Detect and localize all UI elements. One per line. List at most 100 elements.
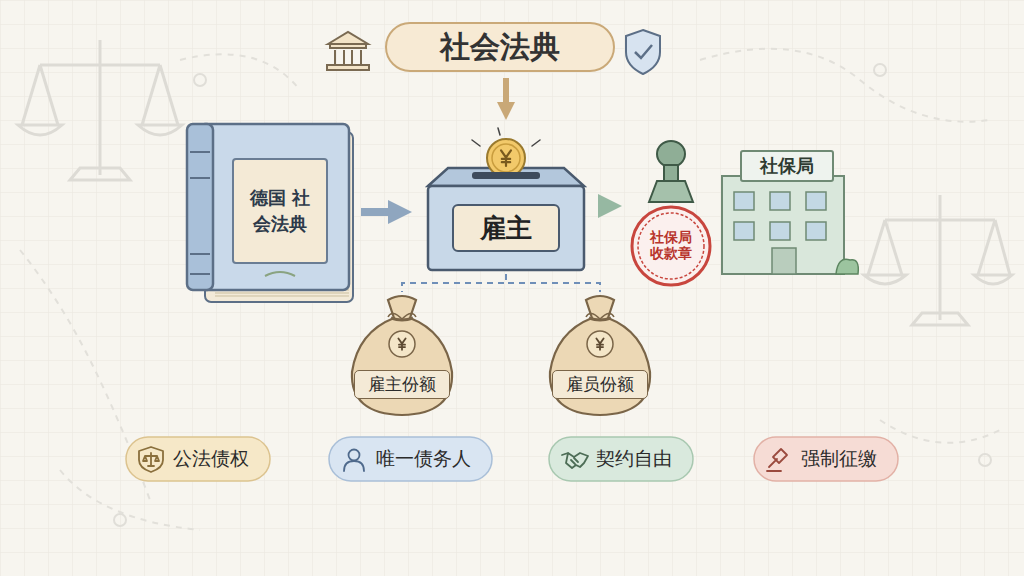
money-bag-shape-part bbox=[388, 313, 416, 319]
scale-right-part bbox=[885, 219, 995, 222]
office-building-shape-part bbox=[722, 176, 844, 274]
scale-right-part bbox=[864, 275, 906, 284]
hands-icon-part bbox=[562, 453, 588, 468]
scale-left-part bbox=[22, 65, 40, 125]
money-bag: 雇员份额 bbox=[546, 292, 654, 418]
scale-left-part bbox=[40, 64, 160, 67]
law-book-shape-part bbox=[190, 253, 210, 255]
bank-icon-part bbox=[327, 65, 369, 70]
employer-box: 雇主 bbox=[418, 124, 594, 274]
office-building-shape-part bbox=[806, 192, 826, 210]
money-bag: 雇主份额 bbox=[348, 292, 456, 418]
office-building-shape-part bbox=[770, 192, 790, 210]
money-bag-shape-part bbox=[587, 331, 613, 357]
law-book-shape-part bbox=[199, 124, 349, 290]
flow-arrow bbox=[503, 78, 509, 109]
title-pill-shape-part bbox=[386, 23, 614, 71]
scale-icon bbox=[139, 447, 163, 472]
office-building-shape-part bbox=[772, 248, 796, 274]
faint-dots-part bbox=[874, 64, 886, 76]
node-label: 德国 社会法典 bbox=[232, 158, 328, 264]
money-bag-shape-part bbox=[352, 296, 452, 415]
office-building: 社保局 bbox=[716, 146, 858, 278]
node-label: 契约自由 bbox=[596, 446, 672, 472]
law-book-shape-part bbox=[187, 124, 213, 290]
person-icon bbox=[344, 450, 364, 472]
bank-icon bbox=[327, 32, 369, 70]
scale-left-part bbox=[138, 125, 182, 135]
scale-right-part bbox=[995, 220, 1010, 275]
payment-stamp: 社保局 收款章 bbox=[628, 138, 714, 288]
law-book-shape-part bbox=[215, 293, 349, 294]
scale-right bbox=[864, 195, 1012, 325]
shield-icon bbox=[626, 30, 660, 74]
faint-dots-part bbox=[194, 74, 206, 86]
flow-arrow bbox=[361, 208, 398, 216]
node-label: 社保局 bbox=[740, 150, 834, 182]
office-building-shape-part bbox=[734, 192, 754, 210]
concept-pill: 强制征缴 bbox=[753, 436, 899, 482]
scale-right-part bbox=[974, 275, 1012, 284]
flow-arrow bbox=[600, 202, 608, 210]
bank-icon-part bbox=[360, 50, 362, 64]
title-text: 社会法典 bbox=[440, 27, 560, 68]
law-book-shape-part bbox=[190, 177, 210, 179]
scale-left-part bbox=[40, 65, 58, 125]
employer-box-shape-part bbox=[472, 140, 480, 146]
scale-left-part bbox=[142, 65, 160, 125]
money-bag-shape-part bbox=[389, 331, 415, 357]
scale-right-part bbox=[868, 220, 885, 275]
law-book-shape-part bbox=[190, 273, 210, 275]
office-building-shape-part bbox=[836, 259, 858, 274]
node-label: 公法债权 bbox=[173, 446, 249, 472]
shield-icon-part bbox=[626, 30, 660, 74]
node-label: 强制征缴 bbox=[801, 446, 877, 472]
scale-left-part bbox=[160, 65, 178, 125]
employer-box-shape-part bbox=[487, 139, 525, 177]
shield-icon-part bbox=[635, 45, 652, 58]
office-building-shape-part bbox=[734, 222, 754, 240]
node-label: 雇主份额 bbox=[354, 370, 450, 399]
scale-left-part bbox=[70, 168, 130, 180]
concept-pill-shape-part bbox=[126, 437, 270, 481]
employer-box-shape-part bbox=[428, 186, 584, 270]
gavel-icon-part bbox=[767, 449, 787, 471]
concept-pill: 契约自由 bbox=[548, 436, 694, 482]
faint-dots-part bbox=[979, 454, 991, 466]
employer-box-shape-part bbox=[532, 140, 540, 146]
yen-symbol bbox=[596, 338, 603, 349]
bank-icon-part bbox=[330, 44, 366, 48]
gavel-icon bbox=[767, 449, 787, 471]
scale-left bbox=[18, 40, 182, 180]
employer-box-shape-part bbox=[498, 128, 500, 135]
money-bag-shape bbox=[546, 292, 654, 418]
law-book-shape-part bbox=[215, 296, 349, 297]
employer-box-shape-part bbox=[492, 144, 520, 172]
dashed-connector bbox=[402, 274, 506, 292]
scale-icon-part bbox=[143, 453, 159, 466]
node-label: 社保局 收款章 bbox=[645, 229, 697, 261]
scale-left-part bbox=[99, 40, 102, 175]
title-pill: 社会法典 bbox=[385, 22, 615, 72]
yen-symbol bbox=[398, 338, 405, 349]
office-building-shape-part bbox=[770, 222, 790, 240]
concept-pill: 公法债权 bbox=[125, 436, 271, 482]
payment-stamp-shape-part bbox=[657, 141, 685, 167]
faint-dots-part bbox=[114, 514, 126, 526]
law-book-shape-part bbox=[265, 272, 295, 276]
law-book: 德国 社会法典 bbox=[185, 122, 355, 304]
concept-pill-shape-part bbox=[549, 437, 693, 481]
employer-box-shape-part bbox=[472, 172, 540, 179]
node-label: 雇员份额 bbox=[552, 370, 648, 399]
faint-paths-part bbox=[880, 420, 1000, 443]
office-building-shape-part bbox=[806, 222, 826, 240]
bank-icon-part bbox=[351, 50, 353, 64]
concept-pill-shape-part bbox=[329, 437, 492, 481]
scale-right-part bbox=[939, 195, 942, 320]
money-bag-shape-part bbox=[586, 313, 614, 319]
scale-right-part bbox=[885, 220, 902, 275]
payment-stamp-shape-part bbox=[638, 213, 704, 279]
